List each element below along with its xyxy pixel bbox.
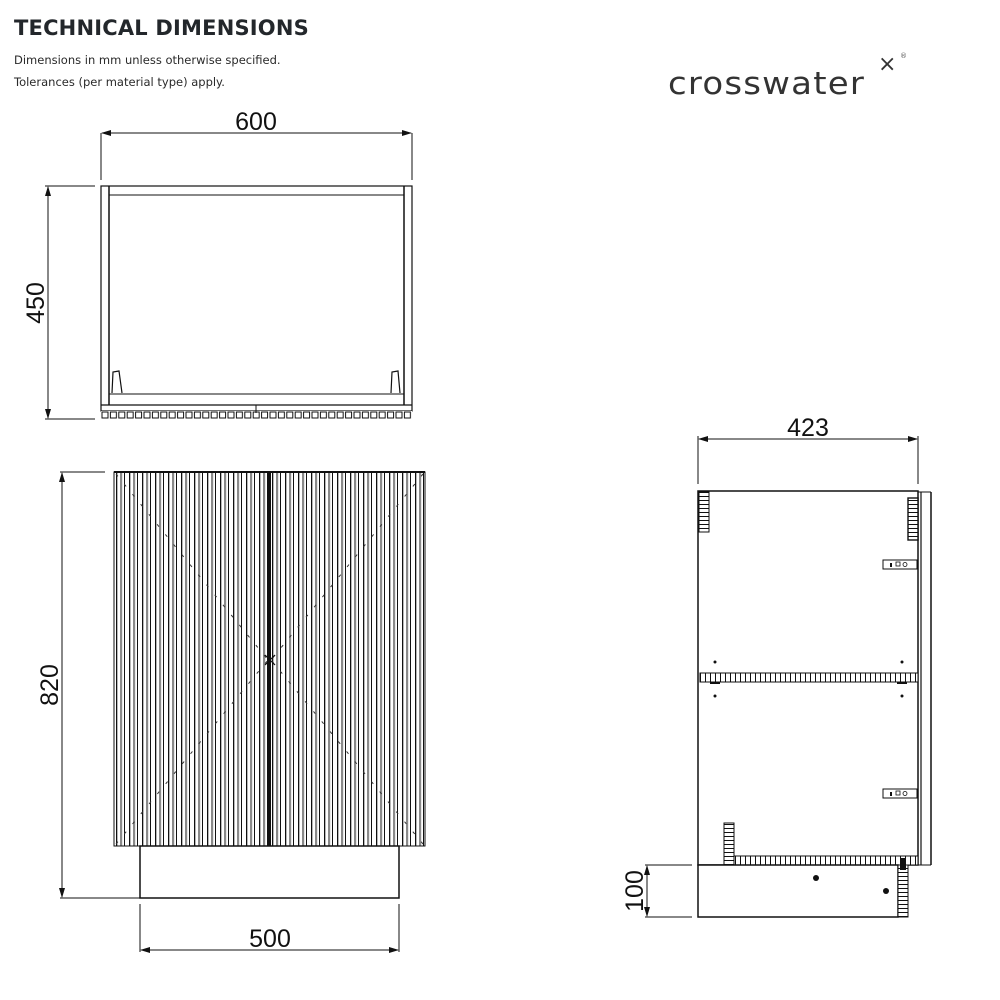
front-height-dimension: 820: [36, 664, 64, 706]
handle-x-icon: [264, 654, 276, 666]
page-title: TECHNICAL DIMENSIONS: [14, 16, 309, 40]
hinge-plate-lower: [882, 788, 918, 799]
top-view: 600 450: [22, 108, 413, 420]
side-depth-dimension: 423: [787, 414, 829, 442]
brand-x-icon: ×: [878, 52, 897, 77]
units-note: Dimensions in mm unless otherwise specif…: [14, 53, 281, 67]
plinth-width-dimension: 500: [249, 925, 291, 953]
registered-icon: ®: [900, 52, 907, 60]
brand-logo: crosswater × ®: [668, 52, 918, 106]
brand-name: crosswater: [668, 65, 866, 103]
front-view: 820 500: [36, 471, 426, 953]
top-depth-dimension: 450: [22, 282, 50, 324]
tolerances-note: Tolerances (per material type) apply.: [14, 75, 225, 89]
plinth-height-dimension: 100: [621, 870, 649, 912]
side-view: 423: [621, 414, 932, 918]
hinge-plate-upper: [882, 559, 918, 570]
top-width-dimension: 600: [235, 108, 277, 136]
